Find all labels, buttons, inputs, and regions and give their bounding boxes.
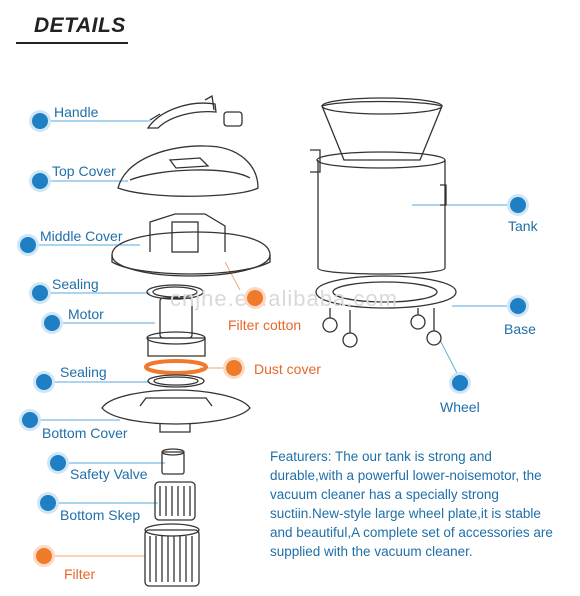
label-wheel: Wheel	[440, 399, 480, 415]
top-cover-marker-dot	[32, 173, 48, 189]
label-safety-valve: Safety Valve	[70, 466, 148, 482]
label-dust-cover: Dust cover	[254, 361, 321, 377]
label-filter: Filter	[64, 566, 96, 582]
motor-marker-dot	[44, 315, 60, 331]
label-sealing-top: Sealing	[52, 276, 99, 292]
features-text: : The our tank is strong and durable,wit…	[270, 449, 553, 559]
label-bottom-cover: Bottom Cover	[42, 425, 128, 441]
label-handle: Handle	[54, 104, 99, 120]
bottom-skep-marker-dot	[40, 495, 56, 511]
label-middle-cover: Middle Cover	[40, 228, 123, 244]
label-bottom-skep: Bottom Skep	[60, 507, 141, 523]
title-underline	[16, 42, 128, 44]
page-title: DETAILS	[34, 14, 126, 37]
features-paragraph: Featurers: The our tank is strong and du…	[270, 447, 560, 561]
label-sealing-bottom: Sealing	[60, 364, 107, 380]
filter-cotton-marker-dot	[247, 290, 263, 306]
safety-valve-marker-dot	[50, 455, 66, 471]
base-marker-dot	[510, 298, 526, 314]
sealing-top-marker-dot	[32, 285, 48, 301]
wheel-marker-dot	[452, 375, 468, 391]
features-heading: Featurers	[270, 449, 328, 464]
handle-marker-dot	[32, 113, 48, 129]
watermark-text: cnjhe.en.alibaba.com	[170, 286, 398, 311]
dust-cover-marker-dot	[226, 360, 242, 376]
label-motor: Motor	[68, 306, 104, 322]
label-tank: Tank	[508, 218, 538, 234]
sealing-bottom-marker-dot	[36, 374, 52, 390]
middle-cover-marker-dot	[20, 237, 36, 253]
tank-marker-dot	[510, 197, 526, 213]
label-top-cover: Top Cover	[52, 163, 116, 179]
label-filter-cotton: Filter cotton	[228, 317, 302, 333]
bottom-cover-marker-dot	[22, 412, 38, 428]
filter-marker-dot	[36, 548, 52, 564]
label-base: Base	[504, 321, 536, 337]
